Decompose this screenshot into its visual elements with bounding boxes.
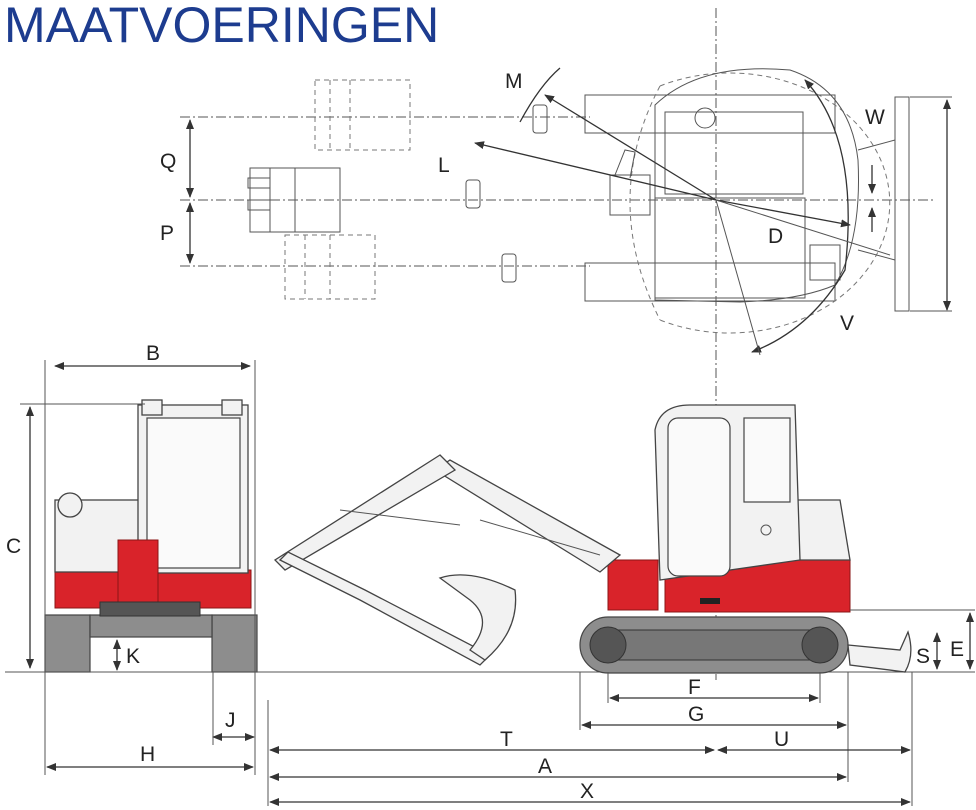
label-u: U (774, 728, 789, 751)
label-d: D (768, 225, 783, 248)
v-ray-1 (715, 199, 761, 356)
idler-wheel (589, 626, 627, 664)
arm-lower (278, 551, 492, 666)
sprocket-wheel (801, 626, 839, 664)
boom-foot (607, 559, 659, 611)
arm-cylinder (479, 519, 601, 556)
dozer-blade-top (894, 96, 910, 312)
top-track-upper (584, 94, 836, 134)
label-c: C (6, 535, 21, 558)
arm-end-p (501, 253, 517, 283)
top-view (180, 8, 952, 680)
bucket-offset-right (284, 234, 376, 300)
side-badge (700, 598, 720, 604)
bucket-center (247, 167, 341, 233)
boom-cylinder (339, 509, 461, 526)
front-track-left (44, 614, 91, 673)
label-g: G (688, 703, 704, 726)
label-f: F (688, 676, 701, 699)
boom-swing-link (614, 149, 636, 179)
dozer-blade-side (847, 630, 912, 673)
label-x: X (580, 780, 594, 803)
side-bucket (438, 574, 517, 661)
label-p: P (160, 222, 174, 245)
side-view (267, 404, 975, 806)
m-arc (519, 67, 561, 123)
label-a: A (538, 755, 552, 778)
l-radius-line (474, 141, 717, 201)
swing-bearing (99, 601, 201, 617)
label-k: K (126, 645, 140, 668)
cab-handle (760, 524, 772, 536)
counterweight-side (794, 499, 851, 561)
front-track-right (211, 614, 258, 673)
blade-arm-lower (857, 249, 896, 261)
boom-bracket (117, 539, 159, 606)
label-s: S (916, 645, 930, 668)
cab-light-right (221, 399, 243, 416)
upper-structure-outline (654, 68, 859, 303)
label-e: E (950, 638, 964, 661)
track-frame (599, 629, 829, 661)
top-track-lower (584, 262, 836, 302)
m-radius-line (544, 94, 717, 201)
undercarriage-beam (89, 614, 213, 638)
label-l: L (438, 154, 450, 177)
v-ray-2 (715, 199, 891, 256)
label-b: B (146, 342, 160, 365)
label-v: V (840, 312, 854, 335)
arm-end-m (532, 104, 548, 134)
muffler-cap (57, 492, 83, 518)
cab-vent (694, 107, 716, 129)
arm-end-l (465, 179, 481, 209)
label-h: H (140, 743, 155, 766)
front-swing-arc (629, 85, 661, 321)
label-j: J (225, 709, 236, 732)
boom (433, 459, 622, 573)
label-w: W (865, 106, 885, 129)
cab-door-window (667, 417, 731, 577)
arm (273, 454, 457, 571)
bucket-offset-left (314, 79, 411, 151)
front-cab-window (146, 417, 241, 569)
front-view (20, 360, 258, 775)
label-t: T (500, 728, 513, 751)
cab-light-left (141, 399, 163, 416)
blade-arm-upper (857, 139, 896, 151)
label-m: M (505, 70, 523, 93)
label-q: Q (160, 150, 176, 173)
boom-base-top (609, 174, 651, 216)
dimension-labels: M W Q L P D V B C K J H E S F G T U A X (6, 70, 964, 803)
v-arc (751, 79, 849, 353)
page-title: MAATVOERINGEN (4, 0, 440, 53)
cab-side-window (743, 417, 791, 503)
